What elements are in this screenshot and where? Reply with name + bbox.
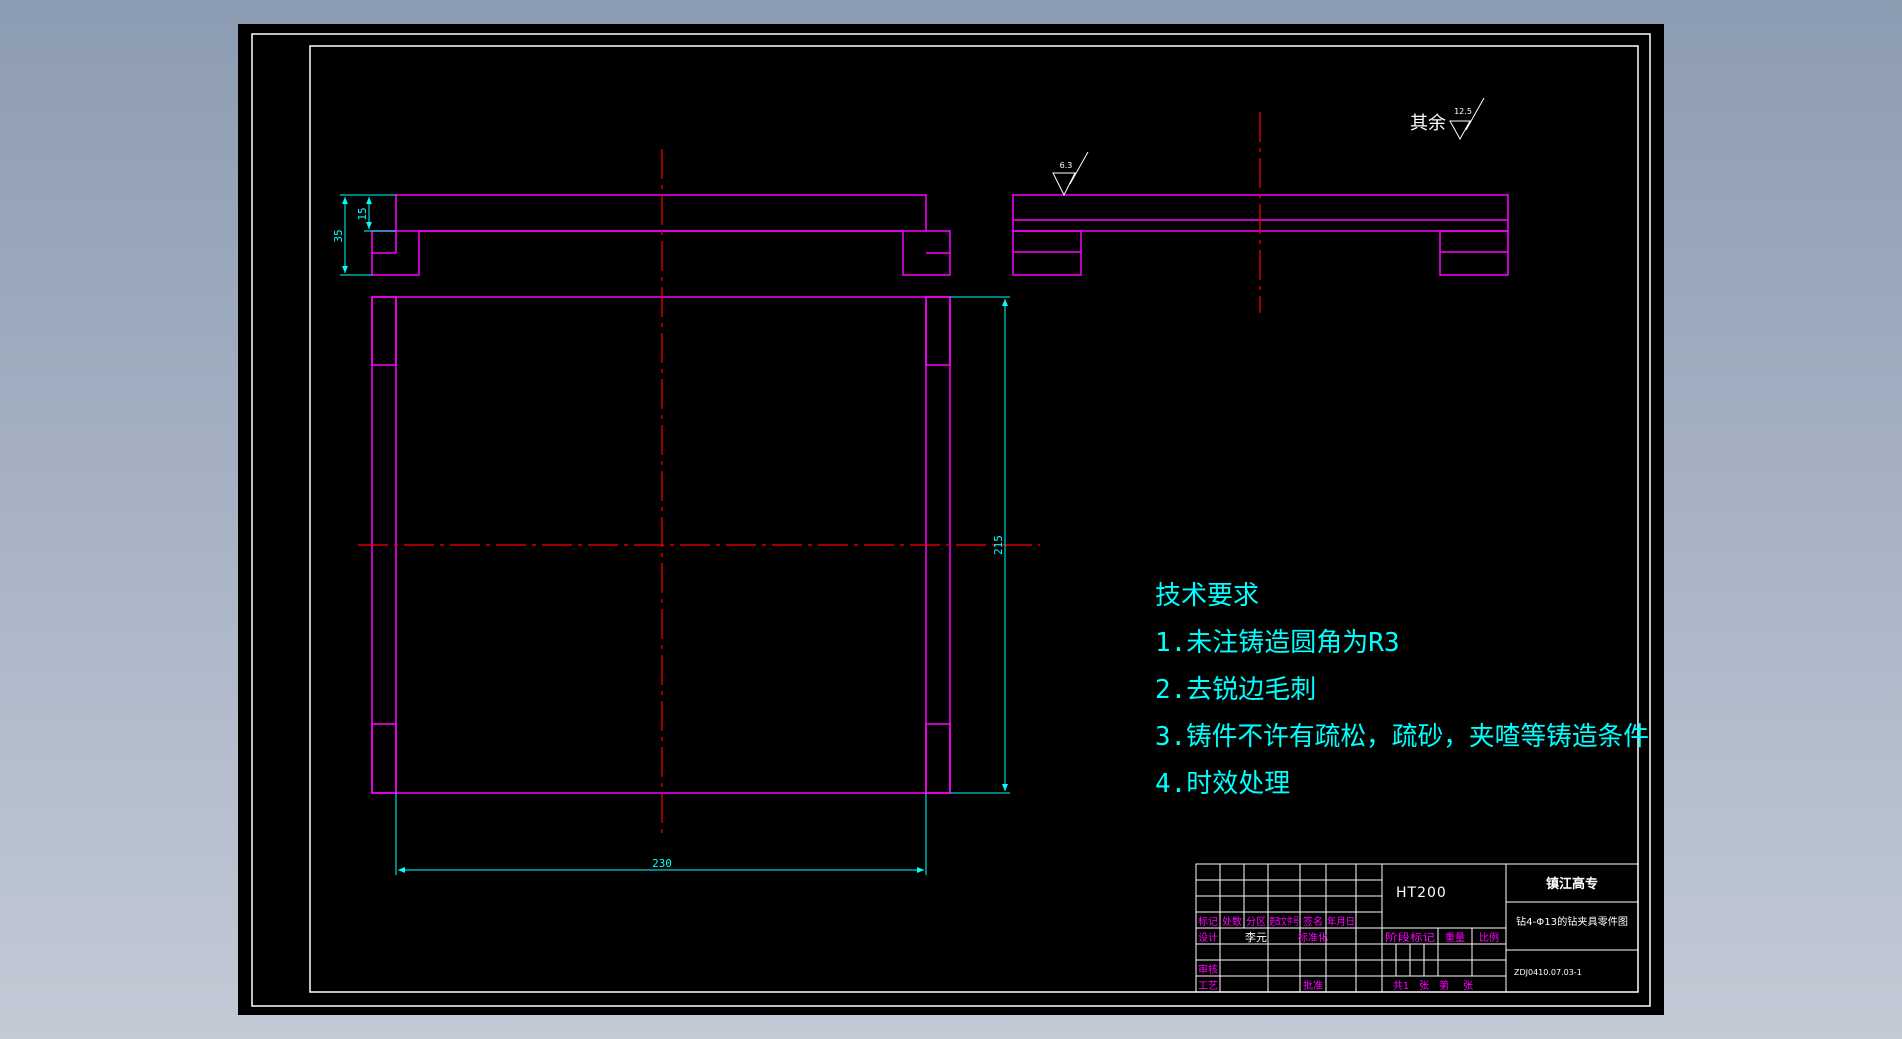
tb-material: HT200 (1396, 885, 1447, 901)
center-lines (358, 112, 1261, 834)
dim-text-215: 215 (992, 535, 1005, 555)
side-view-foot-right (1439, 230, 1509, 276)
tb-review-label: 审核 (1198, 963, 1218, 976)
dim-text-35: 35 (332, 229, 345, 242)
tb-designer-label: 设计 (1198, 931, 1218, 944)
tb-sheet-total: 共1 (1393, 980, 1409, 992)
tb-standardize-label: 标准化 (1298, 931, 1328, 944)
dim-text-230: 230 (652, 857, 672, 870)
top-view-tab-tr (925, 296, 951, 366)
surface-finish-top (1052, 151, 1089, 197)
tb-designer-name: 李元 (1245, 930, 1267, 944)
tb-scale-label: 比例 (1479, 931, 1499, 944)
tech-req-item-1: 1.未注铸造圆角为R3 (1155, 628, 1400, 658)
tb-header-mark: 标记 (1198, 916, 1218, 928)
roughness-rest-label: 其余 (1410, 113, 1446, 134)
tech-req-title: 技术要求 (1155, 581, 1259, 611)
tech-req-item-2: 2.去锐边毛刺 (1155, 675, 1316, 705)
tech-req-item-4: 4.时效处理 (1155, 769, 1290, 799)
tb-header-sign: 签名 (1303, 915, 1323, 928)
tb-drawing-no: ZDJ0410.07.03-1 (1514, 968, 1582, 977)
tb-sheet-unit: 张 (1419, 980, 1429, 992)
drawing-canvas: 35 15 215 230 6.3 其余 12.5 技术要求 1.未注铸造圆角为… (251, 33, 1651, 1007)
roughness-top-value: 6.3 (1060, 161, 1073, 170)
tb-header-zone: 分区 (1246, 916, 1266, 928)
title-block (1195, 863, 1639, 993)
cad-drawing-sheet: 35 15 215 230 6.3 其余 12.5 技术要求 1.未注铸造圆角为… (238, 24, 1664, 1015)
tb-school: 镇江高专 (1546, 876, 1598, 892)
side-view-foot-left (1012, 230, 1082, 276)
roughness-rest-symbol-icon (1449, 97, 1485, 141)
roughness-symbol-icon (1052, 151, 1089, 197)
front-view (371, 194, 951, 276)
tb-approve-label: 批准 (1303, 979, 1323, 992)
outer-frame (251, 33, 1651, 1007)
tb-part-name: 钻4-Φ13的钻夹具零件图 (1516, 915, 1628, 928)
surface-finish-rest (1449, 97, 1485, 141)
inner-frame (309, 45, 1639, 993)
tb-process-label: 工艺 (1198, 980, 1218, 992)
top-view-tab-bl (371, 723, 397, 794)
tb-sheet-unit2: 张 (1463, 980, 1473, 992)
tb-header-change-doc: 更改文件号 (1269, 915, 1299, 928)
tb-header-count: 处数 (1222, 915, 1242, 928)
tb-stage-label: 阶段标记 (1385, 931, 1435, 944)
tech-req-item-3: 3.铸件不许有疏松，疏砂，夹喳等铸造条件 (1155, 722, 1649, 752)
tb-sheet-index: 第 (1439, 979, 1449, 992)
top-view-tab-br (925, 723, 951, 794)
tb-weight-label: 重量 (1445, 931, 1465, 944)
top-view-tab-tl (371, 296, 397, 366)
dimensions (340, 194, 1010, 875)
roughness-rest-value: 12.5 (1454, 107, 1472, 116)
dim-text-15: 15 (356, 207, 369, 220)
tb-header-date: 年月日 (1327, 915, 1355, 928)
front-view-outline (371, 194, 951, 276)
